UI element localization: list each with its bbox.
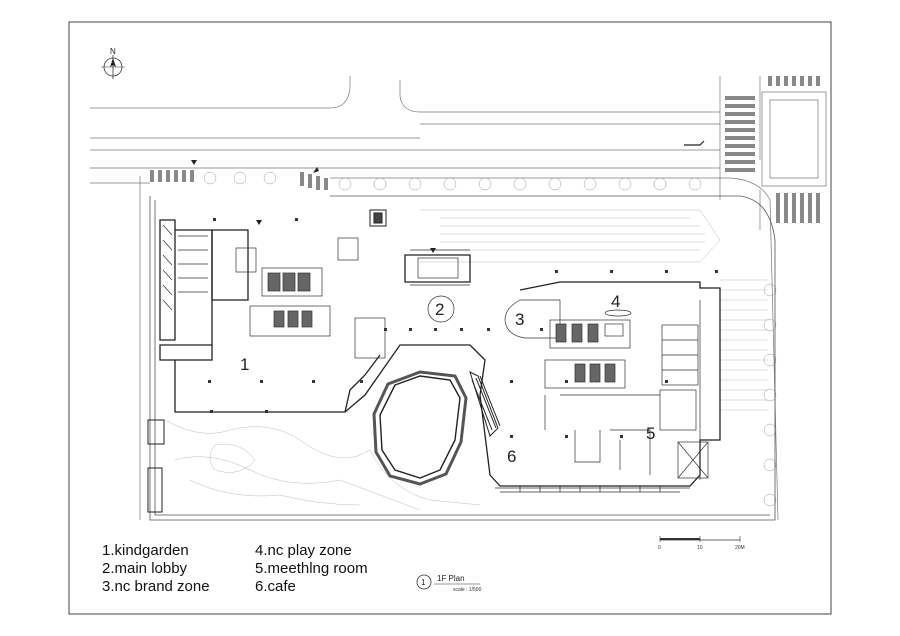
west-outbuildings bbox=[147, 209, 387, 513]
central-atrium bbox=[372, 370, 501, 486]
legend-item-3: 3.nc brand zone bbox=[102, 578, 210, 595]
scale-label-0: 0 bbox=[658, 545, 661, 551]
zone-label-3: 3 bbox=[515, 310, 524, 329]
kindergarten-interior bbox=[162, 224, 386, 359]
legend-item-5: 5.meethlng room bbox=[255, 560, 368, 577]
drawing-title-block: 1 1F Plan scale : 1/500 bbox=[416, 574, 482, 593]
entrance-markers bbox=[191, 160, 436, 253]
zone-labels: 1 2 3 4 5 6 bbox=[240, 292, 655, 466]
south-facade bbox=[495, 486, 690, 493]
crosswalks bbox=[150, 76, 820, 223]
zone-label-6: 6 bbox=[507, 447, 516, 466]
drawing-scale: scale : 1/500 bbox=[453, 587, 482, 593]
legend-column-right: 4.nc play zone 5.meethlng room 6.cafe bbox=[255, 542, 368, 596]
landscape-hatching bbox=[164, 209, 768, 511]
zone-label-4: 4 bbox=[611, 292, 620, 311]
scale-bar: 0 10 20M bbox=[658, 536, 745, 551]
legend-item-2: 2.main lobby bbox=[102, 560, 188, 577]
building-outline bbox=[159, 219, 721, 487]
streets bbox=[90, 76, 827, 521]
legend-item-1: 1.kindgarden bbox=[102, 542, 189, 559]
drawing-number: 1 bbox=[421, 578, 426, 587]
legend-column-left: 1.kindgarden 2.main lobby 3.nc brand zon… bbox=[102, 542, 210, 596]
zone-label-2: 2 bbox=[435, 300, 444, 319]
north-label: N bbox=[110, 47, 116, 56]
scale-label-20: 20M bbox=[735, 545, 745, 551]
site-boundary bbox=[149, 195, 776, 521]
sheet-frame bbox=[68, 21, 832, 615]
zone-label-5: 5 bbox=[646, 424, 655, 443]
street-trees bbox=[203, 171, 777, 507]
north-arrow: N bbox=[101, 47, 125, 79]
legend-item-6: 6.cafe bbox=[255, 578, 296, 595]
legend-item-4: 4.nc play zone bbox=[255, 542, 352, 559]
lobby-features bbox=[410, 249, 470, 323]
structural-columns bbox=[208, 218, 718, 438]
zone-label-1: 1 bbox=[240, 355, 249, 374]
east-wing-interior bbox=[504, 299, 709, 480]
scale-label-10: 10 bbox=[697, 545, 703, 551]
drawing-title: 1F Plan bbox=[437, 574, 465, 583]
